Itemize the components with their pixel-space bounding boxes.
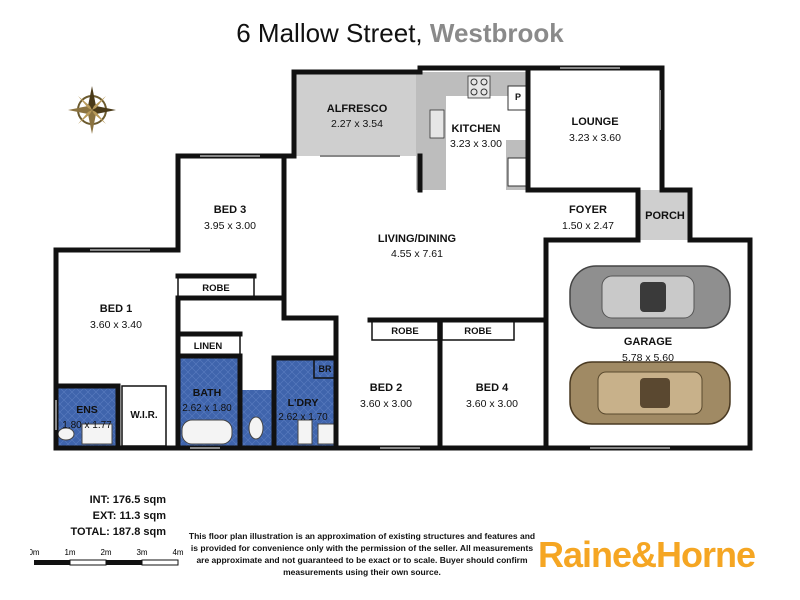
area-ext: EXT: 11.3 sqm [92, 510, 166, 522]
title-suburb: Westbrook [429, 18, 564, 48]
bath-label: BATH [193, 387, 221, 399]
wir-label: W.I.R. [130, 410, 157, 421]
robe-bed3-label: ROBE [202, 283, 229, 294]
foyer-label: FOYER [569, 204, 607, 216]
car-icon-2 [569, 361, 731, 425]
page-title: 6 Mallow Street, Westbrook [0, 18, 800, 49]
ensuite-vanity-icon [81, 423, 113, 445]
robe-boxes [121, 275, 515, 447]
brand-logo: Raine&Horne [538, 534, 756, 575]
ensuite-label: ENS [76, 404, 98, 416]
bed3-label: BED 3 [214, 204, 246, 216]
title-street: 6 Mallow Street, [236, 18, 423, 48]
windows [55, 67, 670, 449]
alfresco-label: ALFRESCO [327, 103, 388, 115]
bed2-dims: 3.60 x 3.00 [360, 398, 412, 410]
scale-label-1: 1m [64, 548, 75, 557]
porch-fill [638, 190, 690, 240]
bed4-label: BED 4 [476, 382, 509, 394]
compass-icon [68, 86, 116, 134]
scale-label-4: 4m [172, 548, 183, 557]
scale-bar: 0m 1m 2m 3m 4m [30, 548, 184, 566]
disclaimer: This floor plan illustration is an appro… [188, 531, 536, 577]
kitchen-dims: 3.23 x 3.00 [450, 138, 502, 150]
garage-dims: 5.78 x 5.60 [622, 352, 674, 364]
scale-label-3: 3m [136, 548, 147, 557]
br-label: BR [319, 364, 332, 374]
fridge-box [507, 157, 527, 187]
area-summary: INT: 176.5 sqm EXT: 11.3 sqm TOTAL: 187.… [48, 492, 166, 540]
foyer-dims: 1.50 x 2.47 [562, 220, 614, 232]
cooktop-icon [467, 75, 491, 99]
bath-dims: 2.62 x 1.80 [182, 403, 232, 414]
alfresco-fill [294, 72, 420, 156]
car-icon [569, 265, 731, 329]
garage-label: GARAGE [624, 336, 672, 348]
laundry-sink-icon [317, 423, 335, 445]
laundry-label: L'DRY [288, 397, 319, 409]
bathtub-icon [181, 419, 233, 445]
living-label: LIVING/DINING [378, 233, 456, 245]
bed1-dims: 3.60 x 3.40 [90, 319, 142, 331]
area-total: TOTAL: 187.8 sqm [70, 526, 166, 538]
linen-label: LINEN [194, 341, 223, 352]
laundry-dims: 2.62 x 1.70 [278, 412, 328, 423]
robe-bed4-label: ROBE [464, 326, 491, 337]
alfresco-dims: 2.27 x 3.54 [331, 118, 383, 130]
area-int: INT: 176.5 sqm [89, 494, 166, 506]
bed3-dims: 3.95 x 3.00 [204, 220, 256, 232]
scale-label-2: 2m [100, 548, 111, 557]
robe-bed2-label: ROBE [391, 326, 418, 337]
ensuite-dims: 1.80 x 1.77 [62, 420, 112, 431]
bed2-label: BED 2 [370, 382, 402, 394]
lounge-label: LOUNGE [571, 116, 618, 128]
scale-label-0: 0m [30, 548, 40, 557]
porch-label: PORCH [645, 210, 685, 222]
laundry-tub-icon [297, 419, 313, 445]
living-dims: 4.55 x 7.61 [391, 248, 443, 260]
kitchen-label: KITCHEN [452, 123, 501, 135]
kitchen-sink-icon [429, 109, 445, 139]
bed1-label: BED 1 [100, 303, 132, 315]
lounge-dims: 3.23 x 3.60 [569, 132, 621, 144]
bed4-dims: 3.60 x 3.00 [466, 398, 518, 410]
pantry-label: P [515, 92, 521, 102]
toilet-icon [248, 416, 264, 440]
